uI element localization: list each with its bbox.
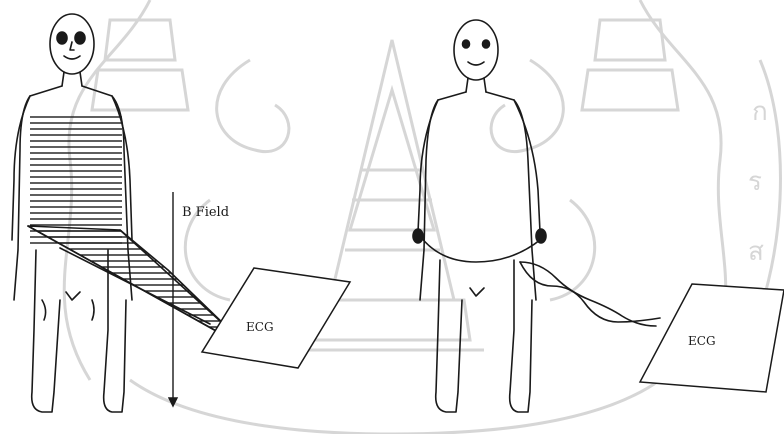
left-torso-hatching bbox=[30, 112, 122, 244]
ecg-box-left bbox=[202, 268, 350, 368]
watermark-text-3: ส bbox=[748, 237, 764, 267]
b-field-label: B Field bbox=[182, 205, 229, 220]
ecg-label-left: ECG bbox=[246, 320, 274, 334]
left-left-leg bbox=[32, 250, 60, 412]
watermark-text-1: ก bbox=[752, 97, 768, 127]
right-human-figure bbox=[413, 20, 660, 412]
watermark-text-2: ร bbox=[748, 167, 762, 197]
right-head bbox=[454, 20, 498, 80]
ecg-label-right: ECG bbox=[688, 334, 716, 348]
